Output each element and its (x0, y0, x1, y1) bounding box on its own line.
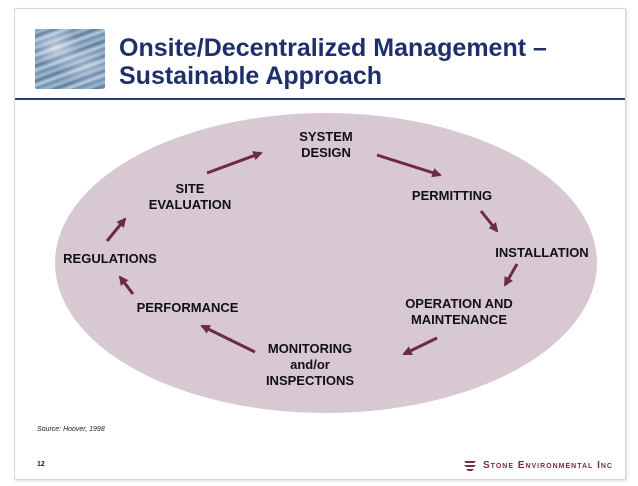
step-operation-maintenance: OPERATION AND MAINTENANCE (405, 296, 513, 327)
arrow-icon (200, 324, 256, 354)
arrow-icon (376, 153, 442, 178)
slide-number: 12 (37, 461, 45, 468)
brand-footer: Stone Environmental Inc (463, 459, 613, 471)
step-permitting: PERMITTING (411, 188, 493, 203)
cycle-diagram (55, 113, 597, 413)
step-site-evaluation: SITE EVALUATION (148, 181, 232, 212)
slide-title: Onsite/Decentralized Management – Sustai… (119, 34, 547, 90)
stone-logo-icon (464, 461, 477, 471)
step-monitoring-inspections: MONITORING and/or INSPECTIONS (265, 341, 355, 388)
cycle-ellipse (55, 113, 597, 413)
arrow-icon (479, 210, 499, 233)
arrow-icon (105, 217, 127, 242)
slide: Onsite/Decentralized Management – Sustai… (14, 8, 626, 480)
step-performance: PERFORMANCE (136, 300, 239, 315)
brand-name: Stone Environmental Inc (483, 459, 613, 471)
step-regulations: REGULATIONS (63, 251, 157, 266)
step-installation: INSTALLATION (495, 245, 589, 260)
arrow-icon (118, 275, 135, 295)
source-citation: Source: Hoover, 1998 (37, 426, 105, 433)
arrow-icon (503, 263, 519, 287)
arrow-icon (402, 336, 438, 356)
title-divider (15, 98, 625, 100)
arrow-icon (206, 151, 263, 175)
step-system-design: SYSTEM DESIGN (299, 129, 353, 160)
water-photo-icon (35, 29, 105, 89)
